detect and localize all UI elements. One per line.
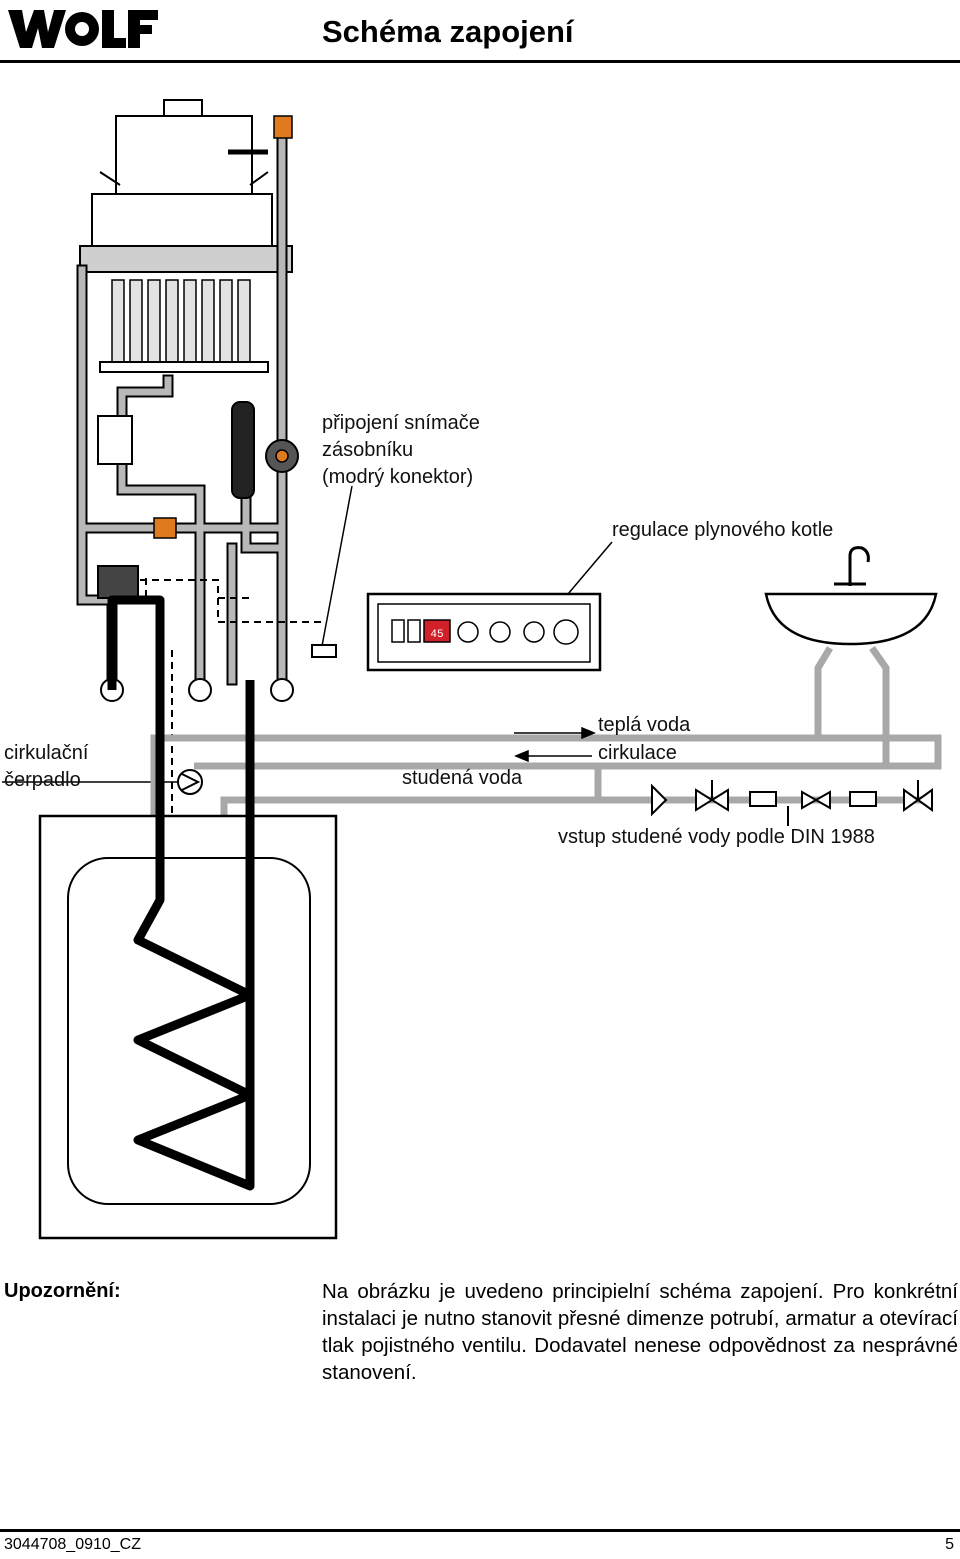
hot-water-label: teplá voda (598, 714, 691, 736)
top-fitting (273, 115, 293, 139)
flow-arrows (514, 726, 596, 763)
footer-rule (0, 1529, 960, 1532)
cold-inlet-label: vstup studené vody podle DIN 1988 (558, 826, 875, 848)
sink (764, 546, 938, 766)
circulation-label: cirkulace (598, 742, 677, 764)
valve-fitting (153, 517, 177, 539)
heating-coil (107, 595, 255, 1191)
cold-inlet-armatures (651, 780, 933, 826)
storage-tank (38, 814, 338, 1240)
header-rule (0, 60, 960, 63)
cold-water-label: studená voda (402, 767, 523, 789)
sensor-connector (311, 644, 337, 658)
sensor-callout-line (321, 485, 353, 647)
notice-heading: Upozornění: (4, 1280, 121, 1302)
burner-base (99, 361, 269, 373)
control-callout-line (567, 541, 613, 595)
boiler (79, 99, 293, 273)
burner-fins (111, 279, 251, 363)
connection-diagram: 45 (2, 99, 942, 1240)
controller-display-value: 45 (430, 629, 443, 641)
page-title: Schéma zapojení (322, 14, 574, 49)
doc-number: 3044708_0910_CZ (4, 1536, 142, 1553)
wolf-logo (4, 6, 164, 57)
sensor-label-line1: připojení snímače (322, 412, 480, 434)
pump-label-line2: čerpadlo (4, 769, 81, 791)
diverter-valve (97, 565, 139, 599)
boiler-pump (265, 439, 299, 473)
circulation-pump (177, 769, 203, 795)
pump-label-line1: cirkulační (4, 742, 89, 764)
gas-valve (97, 415, 133, 465)
sensor-label-line2: zásobníku (322, 439, 414, 461)
notice-text: Na obrázku je uvedeno principielní schém… (322, 1280, 958, 1384)
sensor-label-line3: (modrý konektor) (322, 466, 474, 488)
expansion-vessel (231, 401, 255, 499)
connection-valves (100, 678, 294, 702)
boiler-controller (366, 592, 602, 672)
page-number: 5 (945, 1536, 954, 1553)
wolf-logo-mark (8, 10, 158, 48)
boiler-control-label: regulace plynového kotle (612, 519, 834, 541)
